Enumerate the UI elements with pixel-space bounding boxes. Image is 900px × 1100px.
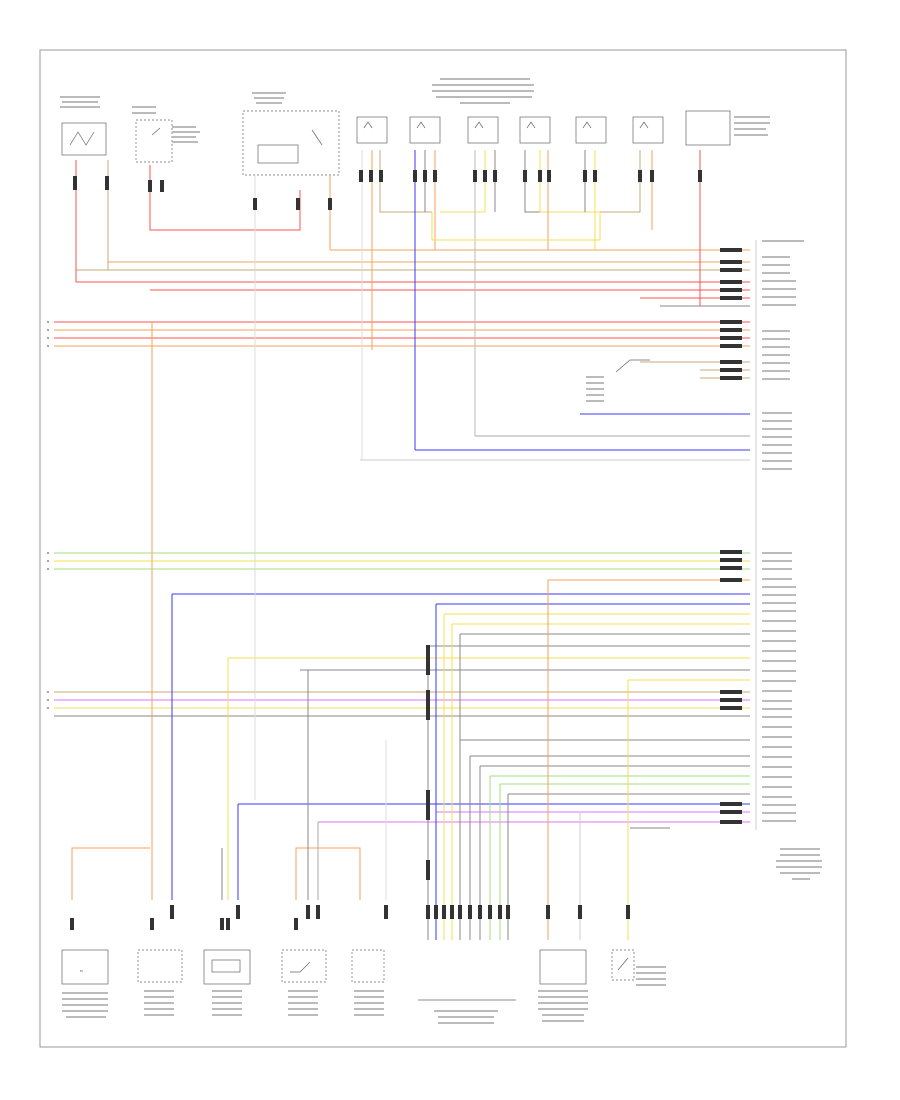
left-markers — [47, 321, 49, 709]
diagram-frame — [39, 49, 847, 1048]
connector-stubs — [70, 170, 702, 930]
sensor-icon — [61, 122, 107, 156]
switch-icon — [281, 949, 327, 983]
sensor-icon — [575, 116, 607, 144]
wire — [600, 150, 641, 213]
motor-icon — [539, 949, 587, 985]
relay-icon — [242, 110, 340, 176]
wire — [431, 212, 601, 241]
wire — [295, 847, 361, 900]
label-marks — [60, 78, 804, 242]
sensor-icon — [351, 949, 385, 983]
sensor-icon — [137, 949, 183, 983]
horizontal-wires — [54, 249, 750, 829]
switch-icon — [611, 949, 635, 981]
sensor-icon — [409, 116, 441, 144]
switch-icon — [615, 359, 650, 373]
top-components — [61, 110, 731, 176]
sensor-icon — [467, 116, 499, 144]
sensor-icon — [203, 949, 251, 985]
wire — [71, 847, 150, 900]
sensor-icon — [356, 116, 388, 144]
motor-icon: M — [61, 949, 109, 985]
svg-text:M: M — [80, 969, 83, 973]
module-pin-block — [720, 248, 822, 880]
sensor-icon — [632, 116, 664, 144]
sensor-icon — [519, 116, 551, 144]
vertical-wires — [71, 150, 757, 940]
bottom-label-marks — [62, 966, 666, 1024]
bottom-components: M — [61, 949, 635, 1001]
sensor-icon — [685, 110, 731, 146]
wire — [440, 150, 486, 213]
label-marks-2 — [586, 376, 604, 402]
switch-icon — [135, 119, 173, 163]
